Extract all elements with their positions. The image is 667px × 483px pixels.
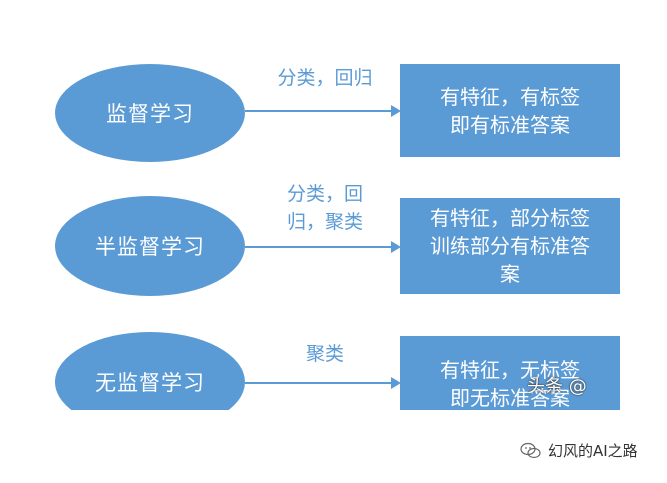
watermark-toutiao: 头条 @: [527, 376, 587, 397]
box-semi-line2: 训练部分有标准答: [430, 234, 590, 258]
node-supervised: 监督学习: [55, 64, 245, 162]
edge-label-supervised-line1: 分类，回归: [277, 67, 373, 89]
arrow-semi-supervised: [245, 241, 401, 253]
box-semi-line1: 有特征，部分标签: [430, 206, 590, 230]
node-supervised-label: 监督学习: [106, 102, 194, 126]
footer-attribution: 幻风的AI之路: [520, 440, 638, 461]
box-unsupervised-line2: 即无标准答案: [450, 386, 570, 410]
arrow-supervised: [245, 105, 401, 117]
arrow-unsupervised: [245, 377, 401, 389]
box-unsupervised-line1: 有特征，无标签: [440, 358, 580, 382]
box-supervised-line2: 即有标准答案: [450, 112, 570, 137]
node-unsupervised-label: 无监督学习: [95, 371, 205, 395]
diagram-clip: 监督学习 分类，回归 有特征，有标签 即有标准答案 半监督学习 分类，回 归，聚…: [0, 64, 667, 410]
edge-label-semi-line1: 分类，回: [286, 183, 363, 205]
edge-label-semi-line2: 归，聚类: [286, 211, 363, 233]
node-unsupervised: 无监督学习: [55, 332, 245, 410]
box-semi-line3: 案: [500, 262, 520, 286]
node-semi-supervised-label: 半监督学习: [95, 235, 205, 259]
footer-text: 幻风的AI之路: [548, 442, 638, 460]
node-semi-supervised: 半监督学习: [55, 196, 245, 296]
edge-label-unsupervised-line1: 聚类: [305, 343, 344, 365]
box-supervised-line1: 有特征，有标签: [440, 84, 580, 109]
edge-label-supervised: 分类，回归: [255, 64, 395, 92]
box-semi-supervised: 有特征，部分标签 训练部分有标准答 案: [400, 198, 620, 294]
edge-label-unsupervised: 聚类: [255, 340, 395, 368]
box-unsupervised: 有特征，无标签 即无标准答案: [400, 336, 620, 410]
edge-label-semi-supervised: 分类，回 归，聚类: [255, 180, 395, 236]
box-supervised: 有特征，有标签 即有标准答案: [400, 64, 620, 157]
wechat-icon: [520, 442, 541, 458]
